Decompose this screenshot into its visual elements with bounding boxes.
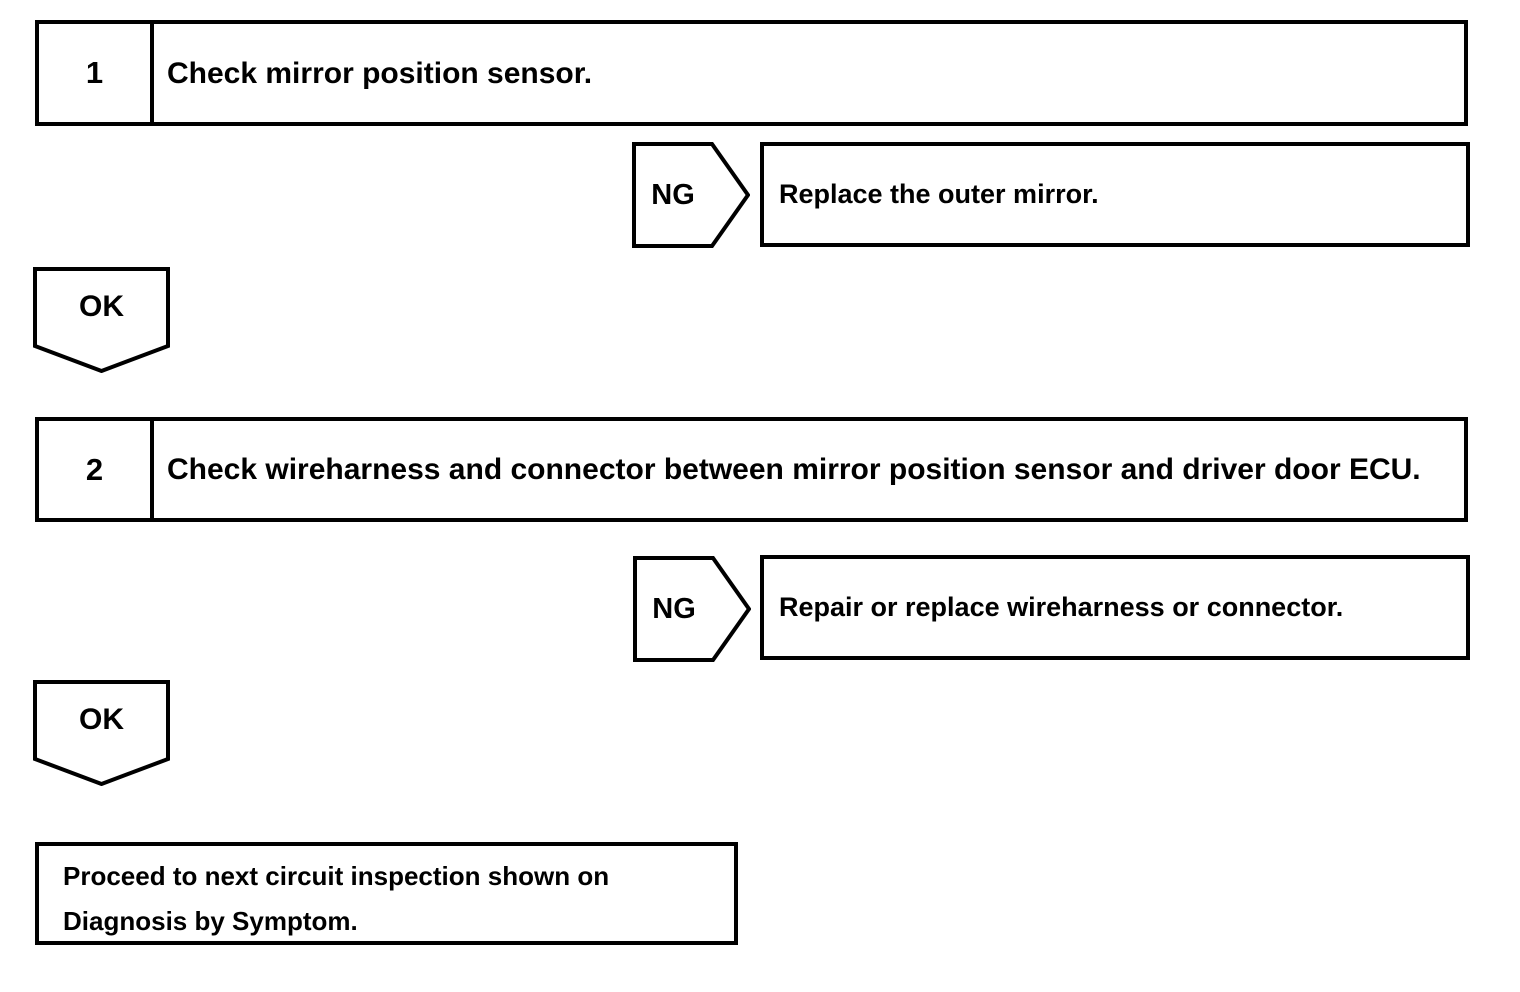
step-1-instruction: Check mirror position sensor. — [167, 56, 593, 90]
step-2-ng-action-box: Repair or replace wireharness or connect… — [760, 555, 1470, 660]
step-2-ok-label: OK — [79, 703, 124, 736]
step-2-ng-branch: NG — [633, 556, 751, 662]
step-2-instruction: Check wireharness and connector between … — [167, 453, 1421, 486]
step-2-ok-branch: OK — [33, 680, 170, 786]
ok-arrow-icon — [33, 267, 170, 373]
step-2-box: 2 Check wireharness and connector betwee… — [35, 417, 1468, 522]
step-1-box: 1 Check mirror position sensor. — [35, 20, 1468, 126]
step-1-ng-action-box: Replace the outer mirror. — [760, 142, 1470, 247]
step-1-number: 1 — [39, 24, 154, 122]
ng-arrow-icon — [632, 142, 750, 248]
step-2-number: 2 — [39, 421, 154, 518]
step-2-ng-label: NG — [652, 592, 696, 625]
ng-arrow-icon — [633, 556, 751, 662]
terminal-action-box: Proceed to next circuit inspection shown… — [35, 842, 738, 945]
step-1-ng-branch: NG — [632, 142, 750, 248]
step-2-ng-action-text: Repair or replace wireharness or connect… — [779, 592, 1344, 622]
step-1-ng-action-text: Replace the outer mirror. — [779, 179, 1099, 209]
ok-arrow-icon — [33, 680, 170, 786]
step-1-ok-label: OK — [79, 290, 124, 323]
step-1-ng-label: NG — [651, 178, 695, 211]
terminal-action-text: Proceed to next circuit inspection shown… — [63, 861, 610, 936]
step-1-ok-branch: OK — [33, 267, 170, 373]
